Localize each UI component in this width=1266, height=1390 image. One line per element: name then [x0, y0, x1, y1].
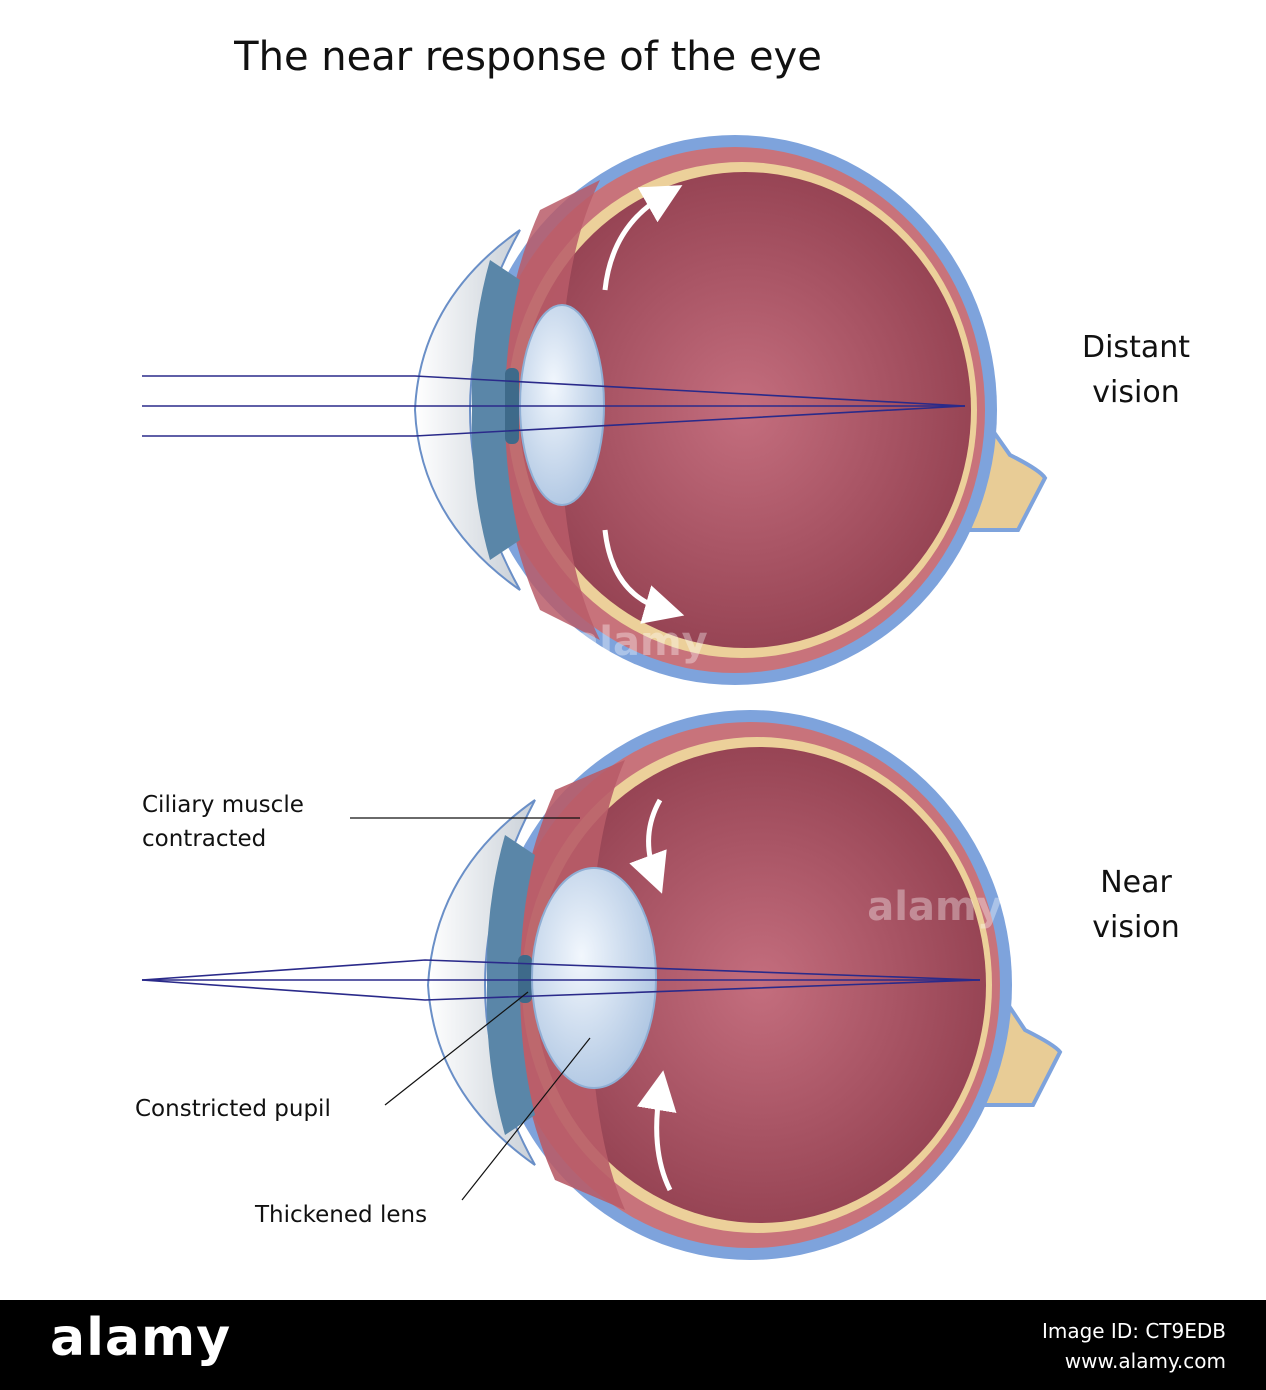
leader-line-pupil [384, 991, 529, 1106]
near-vision-eye: alamy [141, 710, 1063, 1260]
arrow-down-distant [602, 529, 685, 624]
image-id-text: Image ID: CT9EDB [1041, 1319, 1226, 1343]
callout-lens-text: Thickened lens [254, 1202, 427, 1228]
near-vision-label-line2: vision [1092, 910, 1179, 945]
arrow-down-near [629, 798, 667, 894]
leader-line-lens [461, 1037, 591, 1201]
near-response-diagram: The near response of the eye alamy [135, 34, 1190, 1260]
page-title: The near response of the eye [233, 34, 822, 80]
near-vision-label: Near [1100, 865, 1172, 900]
iris-distant [471, 260, 520, 560]
iris-near [486, 835, 535, 1135]
distant-vision-label: Distant [1082, 330, 1190, 365]
callout-constricted-pupil: Constricted pupil [135, 991, 529, 1122]
distant-vision-label-line2: vision [1092, 375, 1179, 410]
alamy-logo: alamy [50, 1308, 232, 1368]
vitreous-distant [519, 172, 971, 648]
arrow-up-distant [602, 185, 683, 291]
lens-near [531, 867, 657, 1089]
image-info: Image ID: CT9EDB www.alamy.com [1042, 1316, 1226, 1376]
watermark-mark-near: alamy [867, 884, 1002, 930]
callout-pupil-text: Constricted pupil [135, 1096, 331, 1122]
distant-vision-eye: alamy [142, 135, 1048, 685]
callout-ciliary-muscle: Ciliary muscle contracted [142, 792, 580, 852]
arrow-up-near [636, 1070, 677, 1192]
callout-ciliary-line1: Ciliary muscle [142, 792, 304, 818]
callout-thickened-lens: Thickened lens [254, 1037, 591, 1228]
light-rays-distant [142, 375, 966, 437]
callout-ciliary-line2: contracted [142, 826, 266, 852]
lens-distant [519, 304, 605, 506]
pupil-near [518, 955, 532, 1003]
site-url-text: www.alamy.com [1064, 1349, 1226, 1373]
watermark-footer: alamy Image ID: CT9EDB www.alamy.com [0, 1300, 1266, 1390]
light-rays-near [141, 959, 981, 1001]
watermark-mark-distant: alamy [572, 619, 707, 665]
